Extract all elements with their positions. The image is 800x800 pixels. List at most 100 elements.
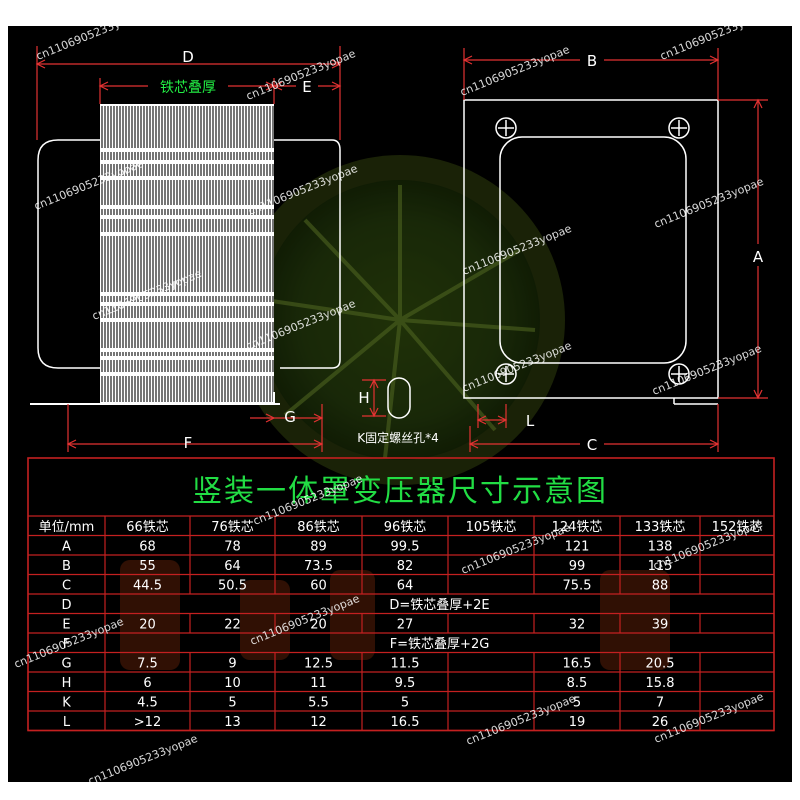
table-cell: 12	[310, 715, 327, 730]
table-cell: 82	[397, 559, 414, 574]
table-cell: 15.8	[646, 676, 675, 691]
header-cell: 86铁芯	[297, 520, 340, 535]
label-core-stack: 铁芯叠厚	[160, 80, 216, 96]
formula-cell: F=铁芯叠厚+2G	[390, 637, 490, 652]
row-label: A	[62, 540, 71, 555]
table-cell: 68	[139, 540, 156, 555]
table-cell: >12	[134, 715, 161, 730]
label-G: G	[284, 408, 296, 426]
table-cell: 121	[565, 540, 590, 555]
cover-outline	[463, 99, 719, 399]
table-cell: 16.5	[391, 715, 420, 730]
side-view-drawing: D 铁芯叠厚 E F	[30, 46, 439, 452]
coil-outline	[37, 139, 341, 369]
table-cell: 9.5	[395, 676, 416, 691]
label-L: L	[526, 412, 535, 430]
dimension-L	[476, 404, 508, 428]
table-cell: 22	[224, 618, 241, 633]
row-label: D	[61, 598, 71, 613]
table-cell: 6	[143, 676, 151, 691]
table-cell: 60	[310, 579, 327, 594]
label-E: E	[302, 78, 311, 96]
header-cell: 124铁芯	[552, 520, 603, 535]
table-cell: 5.5	[308, 696, 329, 711]
table-row: D D=铁芯叠厚+2E	[61, 598, 489, 613]
watermark-text: cn1106905233yopae	[458, 43, 571, 99]
watermark-text: cn1106905233yopae	[86, 732, 199, 788]
table-cell: 10	[224, 676, 241, 691]
table-cell: 20	[139, 618, 156, 633]
watermark-text: cn1106905233yopae	[658, 7, 771, 63]
table-cell: 13	[224, 715, 241, 730]
table-cell: 20	[310, 618, 327, 633]
lime-logo-watermark	[235, 155, 565, 485]
table-cell: 27	[397, 618, 414, 633]
dimension-G	[250, 413, 324, 423]
table-cell: 12.5	[304, 657, 333, 672]
table-cell: 5	[228, 696, 236, 711]
table-cell: 64	[224, 559, 241, 574]
table-cell: 99.5	[391, 540, 420, 555]
table-cell: 64	[397, 579, 414, 594]
table-cell: 55	[139, 559, 156, 574]
label-B: B	[587, 52, 597, 70]
row-label: K	[62, 696, 71, 711]
table-cell: 4.5	[137, 696, 158, 711]
table-cell: 8.5	[567, 676, 588, 691]
formula-cell: D=铁芯叠厚+2E	[389, 598, 489, 613]
header-cell: 152铁芯	[712, 520, 763, 535]
dimension-table: 竖装一体罩变压器尺寸示意图 单位/mm 66铁芯 76铁芯 86铁芯 96铁芯 105铁芯…	[27, 457, 775, 732]
header-cell: 105铁芯	[466, 520, 517, 535]
table-cell: 78	[224, 540, 241, 555]
table-cell: 11.5	[391, 657, 420, 672]
label-k-hole: K固定螺丝孔*4	[357, 430, 439, 445]
table-cell: 5	[401, 696, 409, 711]
table-cell: 73.5	[304, 559, 333, 574]
row-label: L	[63, 715, 71, 730]
table-cell: 11	[310, 676, 327, 691]
watermark-text: cn1106905233yopae	[652, 690, 765, 746]
header-cell: 单位/mm	[39, 520, 95, 535]
table-cell: 7	[656, 696, 664, 711]
table-cell: 138	[648, 540, 673, 555]
label-D: D	[182, 48, 194, 66]
front-view-drawing: B A L C	[462, 48, 770, 454]
table-cell: 99	[569, 559, 586, 574]
table-cell: 115	[648, 559, 673, 574]
table-cell: 32	[569, 618, 586, 633]
table-cell: 16.5	[563, 657, 592, 672]
table-cell: 89	[310, 540, 327, 555]
label-C: C	[587, 436, 597, 454]
screw-icon	[495, 117, 517, 139]
watermark-text: cn1106905233yopae	[464, 692, 577, 748]
table-cell: 39	[652, 618, 669, 633]
table-cell: 88	[652, 579, 669, 594]
row-label: E	[62, 618, 70, 633]
header-cell: 76铁芯	[211, 520, 254, 535]
watermark-text: cn1106905233yopae	[34, 7, 147, 63]
table-title: 竖装一体罩变压器尺寸示意图	[192, 474, 608, 509]
label-H: H	[358, 389, 369, 407]
table-cell: 50.5	[218, 579, 247, 594]
dimension-F	[66, 404, 324, 452]
screw-icon	[668, 363, 690, 385]
table-row: H 6 10 11 9.5 8.5 15.8	[62, 676, 675, 691]
table-cell: 9	[228, 657, 236, 672]
header-cell: 66铁芯	[126, 520, 169, 535]
window-outline	[499, 136, 687, 364]
watermark-text: cn1106905233yopae	[650, 342, 763, 398]
dimension-D	[35, 46, 342, 140]
screw-icon	[495, 363, 517, 385]
row-label: G	[61, 657, 71, 672]
table-cell: 75.5	[563, 579, 592, 594]
screw-icon	[668, 117, 690, 139]
row-label: H	[62, 676, 72, 691]
header-cell: 96铁芯	[384, 520, 427, 535]
